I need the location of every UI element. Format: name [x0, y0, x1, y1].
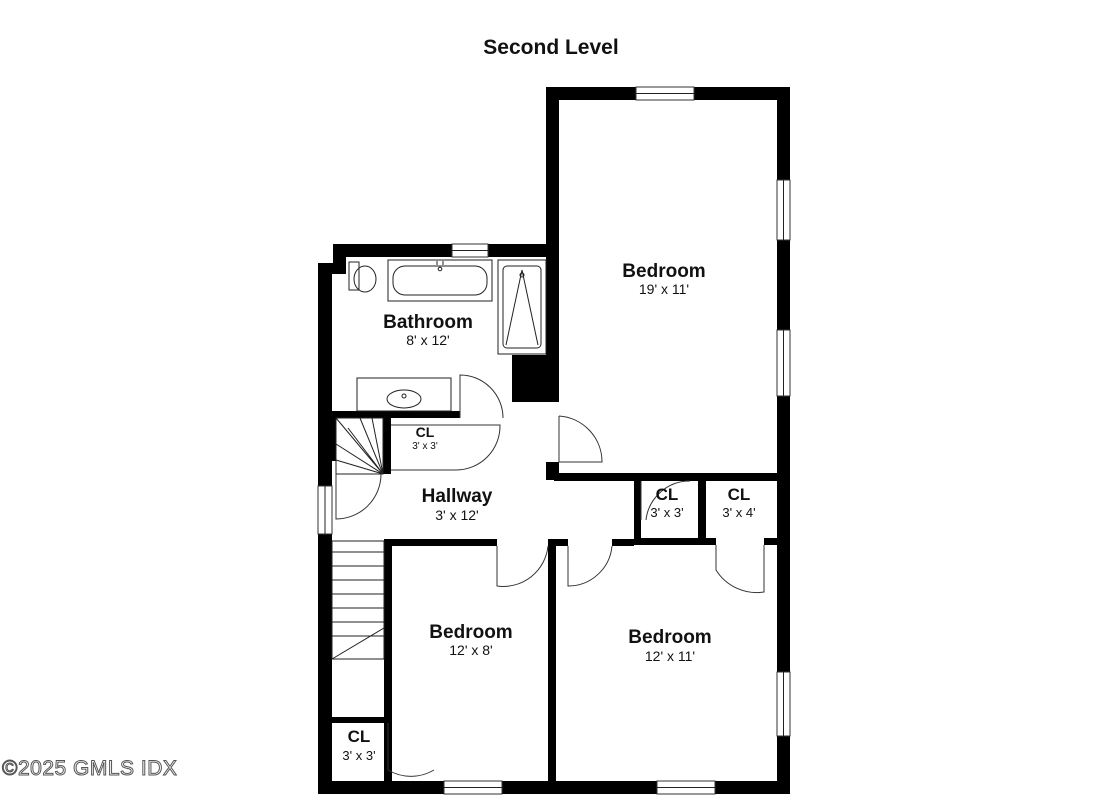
room-bedroom-left: Bedroom 12' x 8' — [429, 622, 512, 658]
room-dimensions: 3' x 3' — [650, 505, 683, 520]
room-name: Hallway — [422, 486, 493, 507]
bathroom-fixtures — [348, 259, 547, 412]
room-name: Bathroom — [383, 312, 473, 333]
room-dimensions: 3' x 12' — [435, 507, 478, 523]
room-dimensions: 3' x 3' — [412, 441, 438, 452]
room-closet-mid: CL 3' x 3' — [650, 485, 683, 520]
room-name: CL — [656, 485, 679, 504]
room-name: CL — [416, 424, 435, 440]
room-closet-right: CL 3' x 4' — [722, 485, 755, 520]
room-hallway: Hallway 3' x 12' — [422, 486, 493, 523]
room-dimensions: 12' x 11' — [645, 648, 695, 664]
room-name: Bedroom — [429, 622, 512, 643]
room-name: CL — [728, 485, 751, 504]
stairs — [331, 417, 385, 660]
room-bathroom: Bathroom 8' x 12' — [383, 312, 473, 348]
bathtub-icon — [387, 259, 493, 302]
room-dimensions: 19' x 11' — [639, 281, 689, 297]
room-dimensions: 3' x 4' — [722, 505, 755, 520]
plan-title: Second Level — [483, 36, 618, 59]
windows — [317, 86, 791, 795]
room-name: CL — [348, 727, 371, 746]
interior-walls — [332, 257, 784, 784]
room-dimensions: 12' x 8' — [449, 642, 492, 658]
shower-icon — [497, 259, 547, 355]
room-closet-bottom: CL 3' x 3' — [342, 727, 375, 763]
room-dimensions: 3' x 3' — [342, 748, 375, 763]
toilet-icon — [348, 261, 377, 293]
room-name: Bedroom — [622, 261, 705, 282]
doors — [335, 374, 765, 777]
room-name: Bedroom — [628, 627, 711, 648]
vanity-sink-icon — [356, 377, 452, 412]
room-closet-bath: CL 3' x 3' — [412, 424, 438, 452]
room-dimensions: 8' x 12' — [406, 332, 449, 348]
watermark: ©2025 GMLS IDX — [1, 757, 178, 781]
room-bedroom-right: Bedroom 12' x 11' — [628, 627, 711, 664]
room-bedroom-large: Bedroom 19' x 11' — [622, 261, 705, 297]
